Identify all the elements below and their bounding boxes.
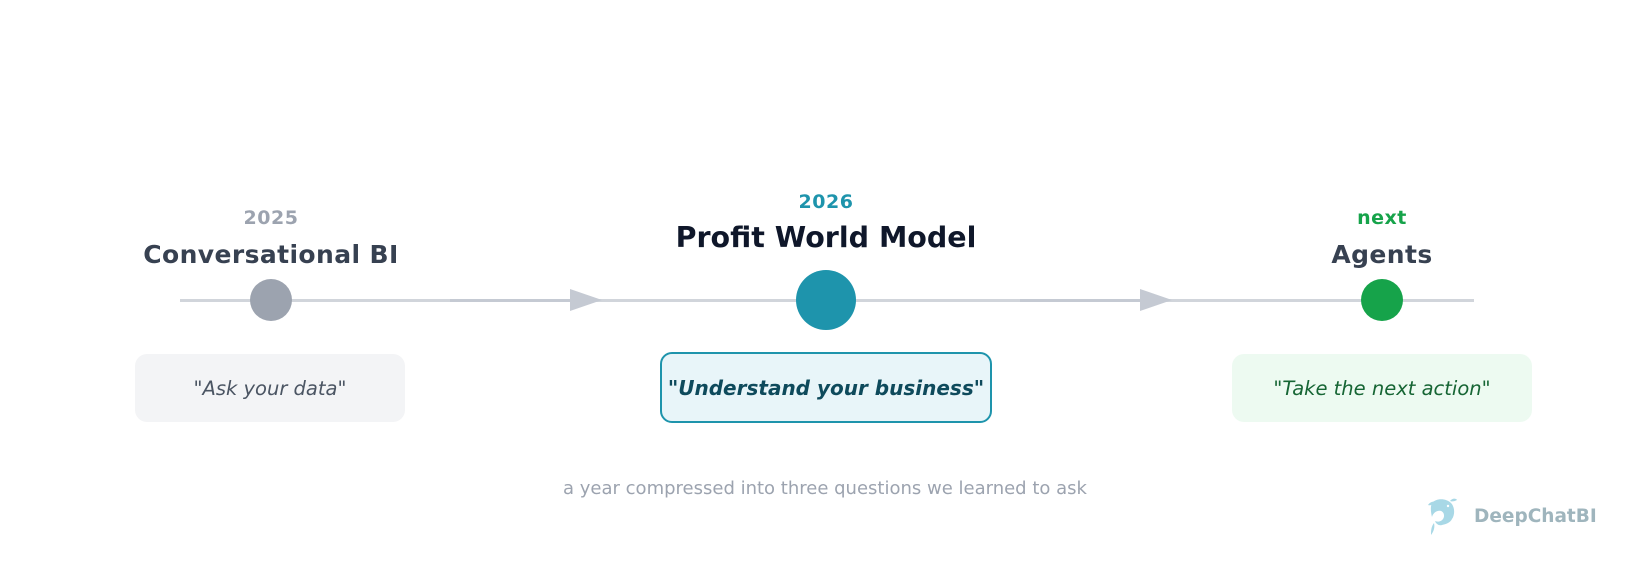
arrow-shaft-1 (450, 299, 570, 302)
milestone-quote: "Take the next action" (1232, 354, 1532, 422)
dolphin-icon (1428, 498, 1457, 535)
arrow-shaft-2 (1020, 299, 1140, 302)
milestone-title: Conversational BI (143, 240, 399, 269)
milestone-year: 2026 (798, 191, 854, 213)
milestone-year: 2025 (243, 207, 299, 229)
brand-name: DeepChatBI (1474, 506, 1597, 527)
milestone-year: next (1357, 207, 1407, 229)
milestone-title: Profit World Model (675, 221, 977, 254)
milestone-dot (250, 279, 292, 321)
caption: a year compressed into three questions w… (563, 478, 1087, 499)
arrow-right-icon (570, 289, 602, 311)
milestone-quote: "Ask your data" (135, 354, 405, 422)
milestone-title: Agents (1331, 240, 1433, 269)
arrow-right-icon (1140, 289, 1172, 311)
milestone-quote: "Understand your business" (660, 352, 992, 423)
milestone-dot (1361, 279, 1403, 321)
milestone-dot (796, 270, 856, 330)
